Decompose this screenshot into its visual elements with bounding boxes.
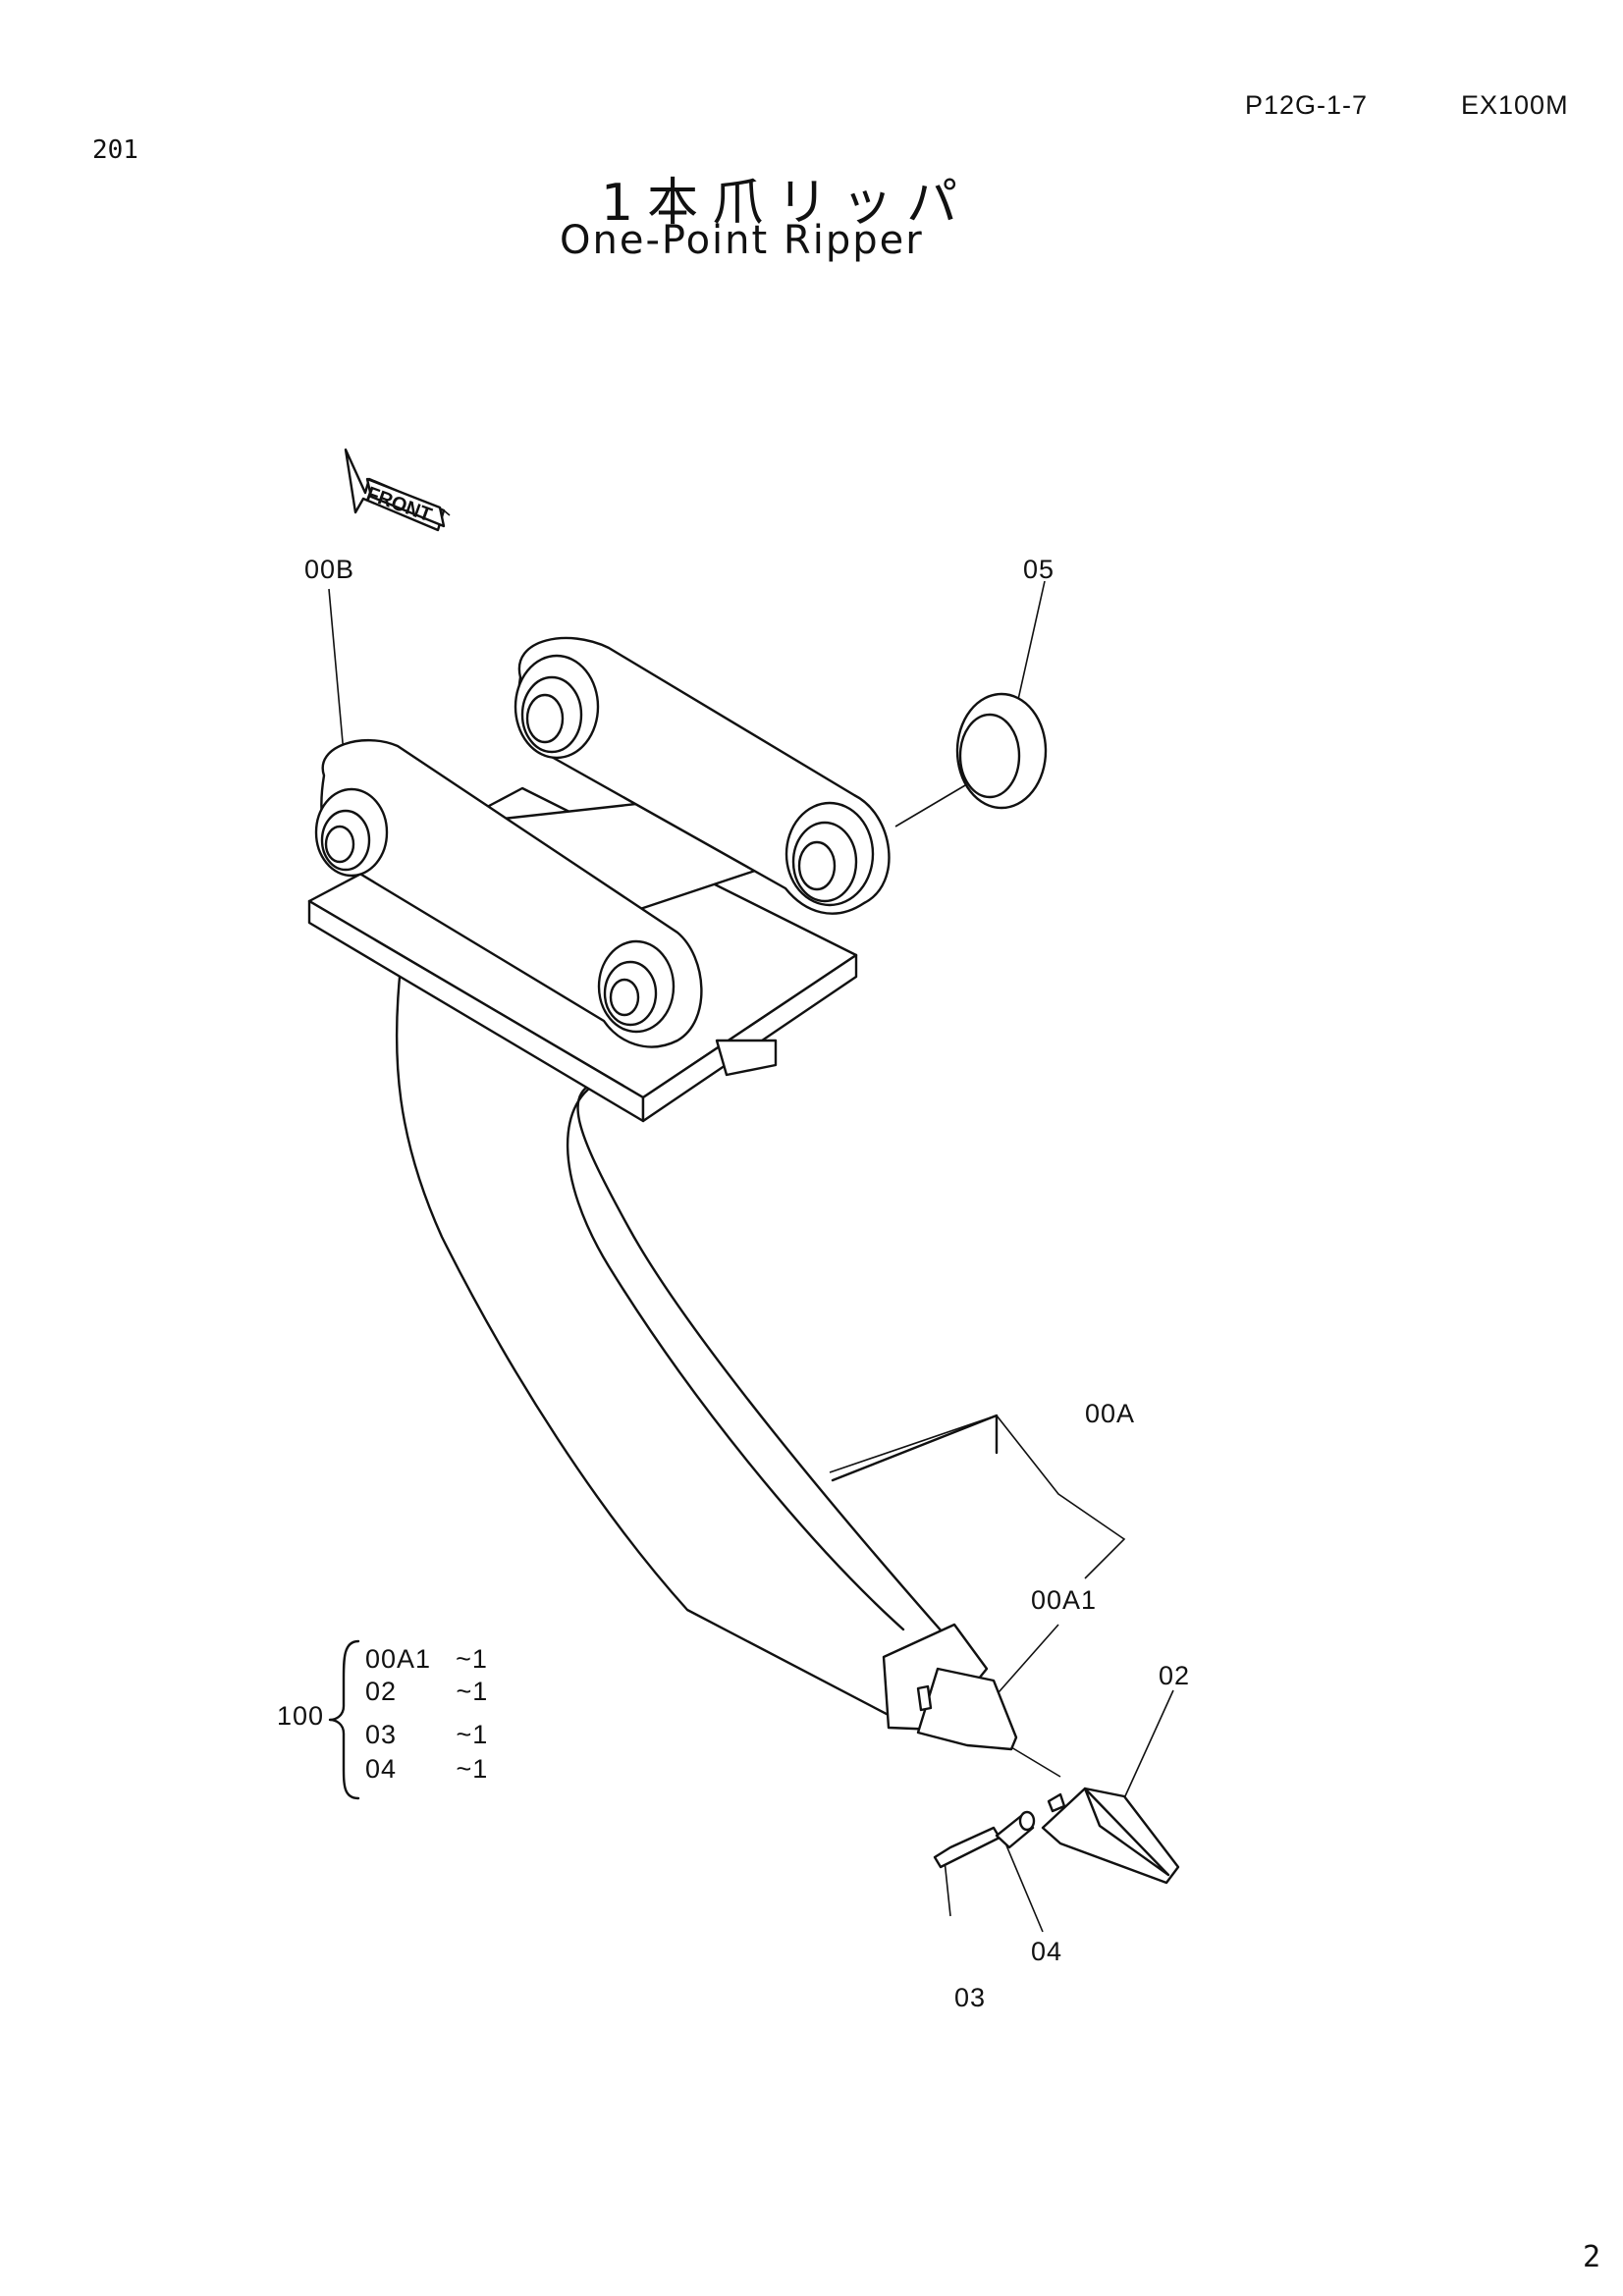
footer-page-number: 2 xyxy=(1583,2240,1601,2274)
page-code: P12G-1-7 xyxy=(1245,90,1369,120)
leader-04 xyxy=(1005,1844,1044,1933)
leader-00A1 xyxy=(991,1624,1059,1701)
callout-02: 02 xyxy=(1159,1661,1191,1690)
callout-00B: 00B xyxy=(304,555,355,584)
kit-row: 03 ~1 xyxy=(365,1720,488,1750)
kit-qty: ~1 xyxy=(456,1677,489,1706)
callout-04: 04 xyxy=(1031,1937,1063,1966)
title-japanese: 1本爪リッパ xyxy=(601,174,972,233)
callout-00A1: 00A1 xyxy=(1031,1585,1098,1615)
kit-row: 00A1 ~1 xyxy=(365,1644,488,1675)
kit-qty: ~1 xyxy=(456,1644,488,1674)
kit-part: 04 xyxy=(365,1754,398,1784)
kit-part: 02 xyxy=(365,1677,398,1706)
pin-03 xyxy=(933,1826,1001,1869)
callout-00A: 00A xyxy=(1085,1399,1136,1428)
kit-row: 02 ~1 xyxy=(365,1677,488,1707)
lock-04 xyxy=(995,1810,1036,1849)
leader-02 xyxy=(1123,1689,1174,1799)
callout-03: 03 xyxy=(954,1983,987,2012)
kit-number: 100 xyxy=(277,1701,325,1731)
model-number: EX100M xyxy=(1461,90,1569,120)
adapter-tip xyxy=(882,1623,1018,1751)
callout-05: 05 xyxy=(1023,555,1055,584)
leader-tip xyxy=(1010,1746,1061,1778)
kit-row: 04 ~1 xyxy=(365,1754,488,1785)
kit-qty: ~1 xyxy=(456,1720,489,1749)
front-arrow-icon xyxy=(344,448,451,532)
ring-05 xyxy=(955,692,1048,810)
section-number: 201 xyxy=(92,135,138,165)
leader-00A xyxy=(829,1415,1126,1579)
title-english: One-Point Ripper xyxy=(560,218,924,263)
leader-03 xyxy=(944,1859,951,1917)
kit-brace xyxy=(328,1639,360,1800)
kit-part: 03 xyxy=(365,1720,398,1749)
front-label: FRONT xyxy=(363,483,434,526)
tooth-point-02 xyxy=(1041,1787,1180,1885)
kit-part: 00A1 xyxy=(365,1644,432,1674)
kit-qty: ~1 xyxy=(456,1754,489,1784)
mounting-bracket xyxy=(307,636,891,1123)
